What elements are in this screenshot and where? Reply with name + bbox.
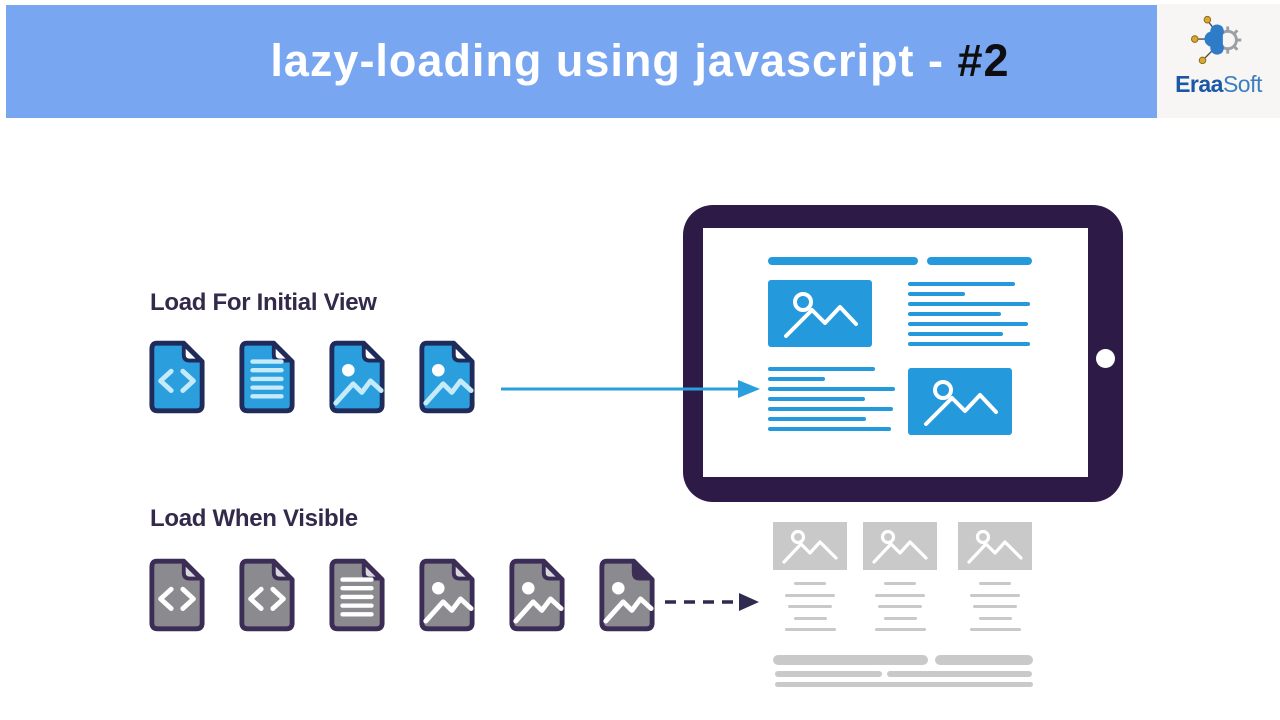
footer-bar <box>935 655 1033 665</box>
text-line <box>908 312 1001 316</box>
footer-bar <box>773 655 928 665</box>
file-icon-code <box>148 557 206 633</box>
text-line <box>768 397 865 401</box>
photo-icon <box>967 529 1023 564</box>
text-line <box>970 593 1020 597</box>
file-icon-text <box>238 339 296 415</box>
file-icon-image-dark-fold <box>598 557 656 633</box>
file-icon-image <box>418 557 476 633</box>
lazy-card-column <box>958 522 1032 640</box>
text-block <box>768 367 895 437</box>
dashed-right-arrow <box>665 593 759 611</box>
file-icon-image <box>418 339 476 415</box>
title-number: #2 <box>957 35 1010 86</box>
text-block <box>908 282 1030 352</box>
screen-header-bar <box>927 257 1032 265</box>
lazy-card-column <box>863 522 937 640</box>
lazy-content-wireframe <box>773 522 1035 697</box>
text-line <box>768 417 866 421</box>
text-line <box>878 605 922 608</box>
gray-image-placeholder <box>863 522 937 570</box>
text-line <box>768 387 895 391</box>
footer-bar <box>775 682 1033 687</box>
photo-icon <box>872 529 928 564</box>
text-line <box>908 332 1003 336</box>
text-line <box>784 628 836 631</box>
initial-view-file-row <box>148 339 476 415</box>
logo-text-light: Soft <box>1222 71 1262 97</box>
text-line <box>908 322 1028 326</box>
file-icon-code <box>238 557 296 633</box>
text-line <box>768 407 893 411</box>
file-icon-image <box>508 557 566 633</box>
header-bar <box>6 5 1157 118</box>
text-line <box>874 628 926 631</box>
text-line <box>969 628 1021 631</box>
lazy-card-column <box>773 522 847 640</box>
page-title: lazy-loading using javascript - #2 <box>0 28 1280 94</box>
file-icon-code <box>148 339 206 415</box>
text-line <box>875 593 925 597</box>
logo-wordmark: EraaSoft <box>1175 72 1262 96</box>
text-line <box>908 282 1015 286</box>
text-line <box>908 302 1030 306</box>
logo-text-bold: Eraa <box>1175 71 1223 97</box>
footer-bar <box>775 671 882 677</box>
photo-icon <box>924 380 998 426</box>
text-line <box>883 616 917 620</box>
text-line <box>768 427 891 431</box>
footer-bar <box>887 671 1032 677</box>
brain-gear-icon <box>1190 15 1241 65</box>
gray-image-placeholder <box>773 522 847 570</box>
photo-icon <box>784 292 858 338</box>
tablet-device <box>683 205 1123 502</box>
home-button <box>1096 349 1115 368</box>
text-line <box>973 605 1017 608</box>
gray-image-placeholder <box>958 522 1032 570</box>
image-placeholder <box>908 368 1012 435</box>
when-visible-file-row <box>148 557 656 633</box>
logo: EraaSoft <box>1157 4 1280 118</box>
photo-icon <box>782 529 838 564</box>
image-placeholder <box>768 280 872 347</box>
text-line <box>768 367 875 371</box>
title-text: lazy-loading using javascript - <box>270 35 958 86</box>
text-line <box>978 616 1012 620</box>
text-line <box>794 582 826 585</box>
tablet-screen <box>703 228 1088 477</box>
text-line <box>788 605 832 608</box>
text-line <box>979 582 1011 585</box>
text-line <box>785 593 835 597</box>
initial-view-label: Load For Initial View <box>150 289 377 316</box>
text-line <box>908 292 965 296</box>
file-icon-text <box>328 557 386 633</box>
text-line <box>793 616 827 620</box>
when-visible-label: Load When Visible <box>150 505 358 532</box>
solid-right-arrow <box>501 380 760 398</box>
text-line <box>908 342 1030 346</box>
screen-header-bar <box>768 257 918 265</box>
text-line <box>884 582 916 585</box>
file-icon-image <box>328 339 386 415</box>
text-line <box>768 377 825 381</box>
